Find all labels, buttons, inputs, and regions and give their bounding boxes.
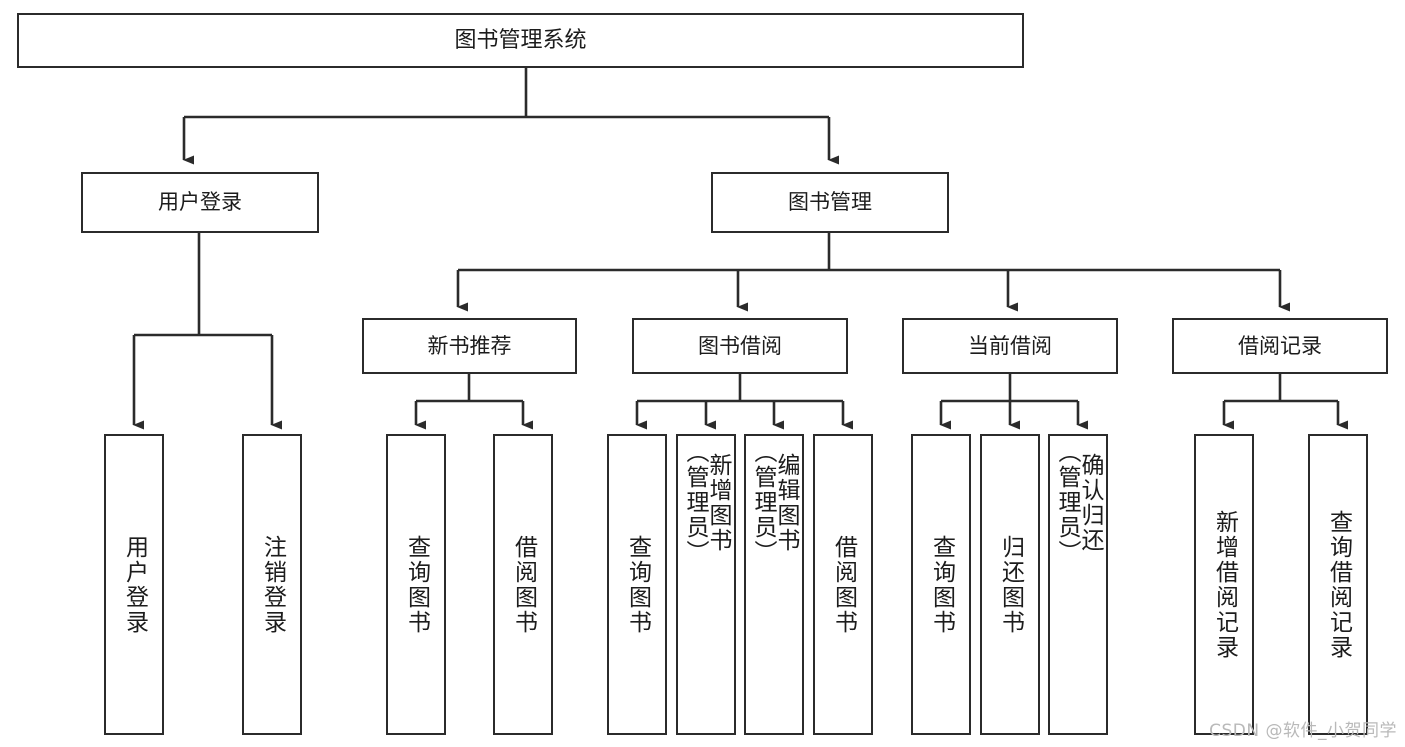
node-label: 当前借阅 [968,333,1052,358]
node-book-borrow[interactable]: 图书借阅 [632,318,848,374]
node-user-login[interactable]: 用户登录 [81,172,319,233]
leaf-borrow-record-query[interactable]: 查询借阅记录 [1308,434,1368,735]
leaf-current-borrow-query[interactable]: 查询图书 [911,434,971,735]
node-label: 借阅记录 [1238,333,1322,358]
node-label: 查询图书 [624,534,651,635]
node-label: 借阅图书 [830,534,857,635]
node-label: 新增图书 （管理员） [682,440,731,565]
leaf-current-borrow-return[interactable]: 归还图书 [980,434,1040,735]
node-label: 新书推荐 [427,333,512,358]
leaf-borrow-record-add[interactable]: 新增借阅记录 [1194,434,1254,735]
node-label: 查询借阅记录 [1325,509,1352,660]
leaf-new-book-borrow[interactable]: 借阅图书 [493,434,553,735]
node-label: 图书借阅 [698,333,782,358]
leaf-book-borrow-query[interactable]: 查询图书 [607,434,667,735]
node-label: 确认归还 （管理员） [1054,440,1103,565]
node-label: 图书管理系统 [454,27,587,53]
node-book-management[interactable]: 图书管理 [711,172,949,233]
node-label: 图书管理 [788,190,872,215]
node-root-system[interactable]: 图书管理系统 [17,13,1024,68]
csdn-watermark: CSDN @软件_小贺同学 [1209,721,1397,741]
leaf-current-borrow-confirm-return[interactable]: 确认归还 （管理员） [1048,434,1108,735]
node-label: 借阅图书 [510,534,537,635]
leaf-book-borrow-add[interactable]: 新增图书 （管理员） [676,434,736,735]
leaf-book-borrow-borrow[interactable]: 借阅图书 [813,434,873,735]
leaf-book-borrow-edit[interactable]: 编辑图书 （管理员） [744,434,804,735]
node-label: 用户登录 [158,190,242,215]
node-label: 查询图书 [403,534,430,635]
node-label: 注销登录 [259,534,286,635]
node-current-borrow[interactable]: 当前借阅 [902,318,1118,374]
node-label: 查询图书 [928,534,955,635]
node-label: 编辑图书 （管理员） [750,440,799,565]
leaf-user-login-login[interactable]: 用户登录 [104,434,164,735]
node-label: 新增借阅记录 [1211,509,1238,660]
node-new-book-recommend[interactable]: 新书推荐 [362,318,577,374]
node-label: 用户登录 [121,534,148,635]
node-label: 归还图书 [997,534,1024,635]
node-borrow-record[interactable]: 借阅记录 [1172,318,1388,374]
leaf-new-book-query[interactable]: 查询图书 [386,434,446,735]
leaf-user-login-logout[interactable]: 注销登录 [242,434,302,735]
